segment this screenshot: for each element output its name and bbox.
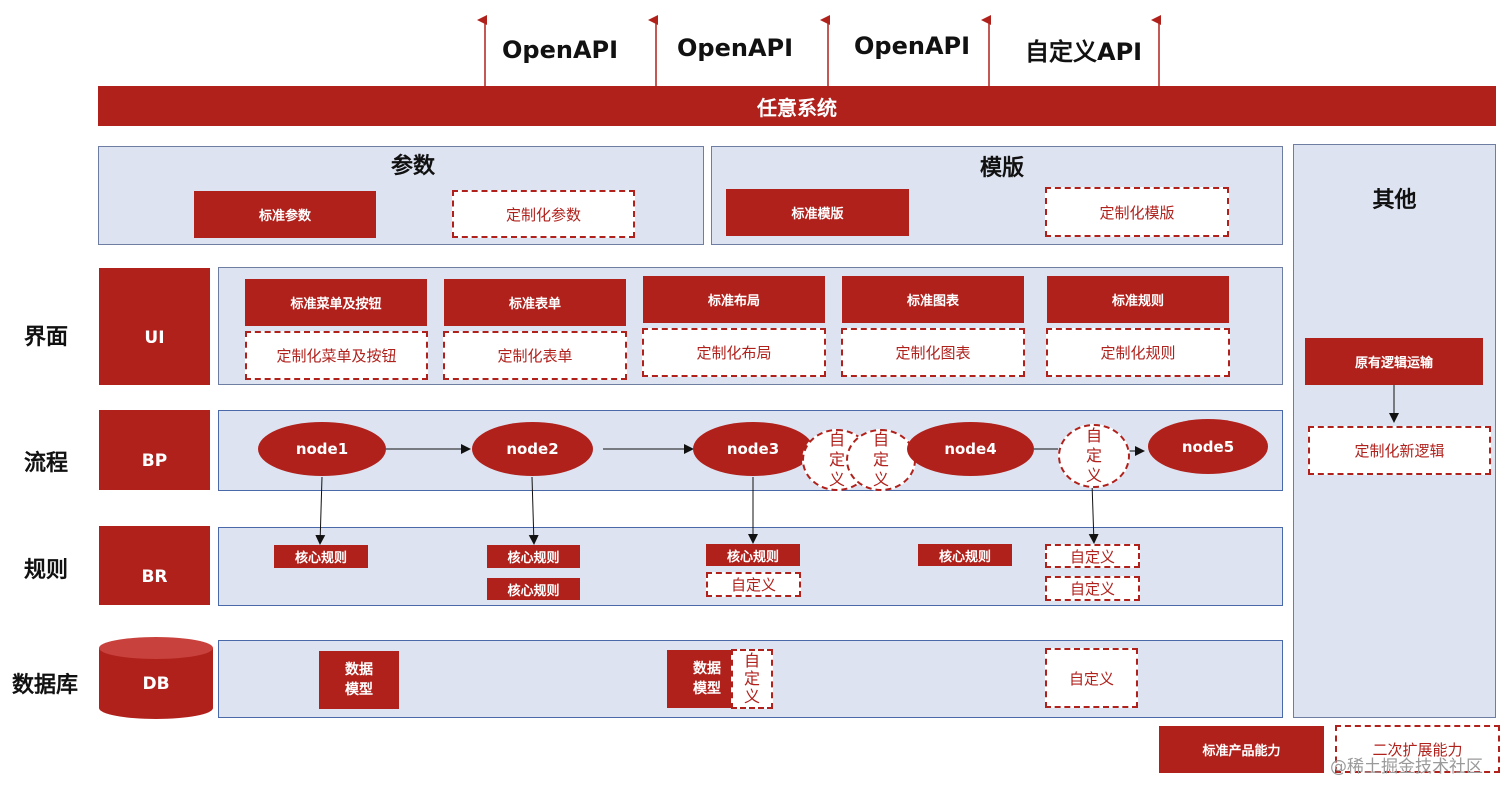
node-4: node4 (907, 422, 1034, 476)
ui-custom-3: 定制化布局 (642, 328, 826, 377)
other-standard: 原有逻辑运输 (1305, 338, 1483, 385)
ui-std-4: 标准图表 (842, 276, 1024, 323)
ui-custom-1: 定制化菜单及按钮 (245, 331, 428, 380)
params-title: 参数 (390, 154, 435, 179)
ui-std-1: 标准菜单及按钮 (245, 279, 427, 326)
data-model-1: 数据模型 (319, 651, 399, 709)
layer-code-db: DB (142, 674, 170, 694)
layer-label-db: 数据库 (12, 673, 79, 698)
ui-std-5: 标准规则 (1047, 276, 1229, 323)
layer-label-br: 规则 (24, 558, 69, 583)
system-bar: 任意系统 (98, 86, 1496, 126)
templates-title: 模版 (979, 156, 1024, 181)
db-custom-2: 自定义 (1045, 648, 1138, 708)
node-2: node2 (472, 422, 593, 476)
api-label-2: OpenAPI (677, 34, 794, 62)
node-5: node5 (1148, 419, 1268, 474)
data-model-2-text: 数据模型 (693, 661, 721, 697)
api-label-3: OpenAPI (854, 32, 971, 60)
layer-label-ui: 界面 (24, 325, 69, 350)
layer-box-bp: BP (99, 410, 210, 490)
layer-box-br: BR (99, 526, 210, 605)
layer-code-br: BR (141, 566, 168, 587)
custom-rule-2: 自定义 (1045, 544, 1140, 568)
core-rule-4: 核心规则 (706, 544, 800, 566)
layer-code-ui: UI (144, 327, 165, 348)
db-custom-1: 自定义 (731, 649, 773, 709)
layer-label-bp: 流程 (24, 451, 69, 476)
custom-circle-3-text: 自定义 (1085, 426, 1102, 485)
api-label-4: 自定义API (1025, 38, 1143, 66)
ui-std-2: 标准表单 (444, 279, 626, 326)
api-label-1: OpenAPI (502, 36, 619, 64)
watermark: @稀土掘金技术社区 (1330, 757, 1483, 777)
custom-rule-1: 自定义 (706, 572, 801, 597)
custom-circle-2: 自定义 (846, 429, 916, 491)
core-rule-2: 核心规则 (487, 545, 580, 568)
layer-box-ui: UI (99, 268, 210, 385)
core-rule-1: 核心规则 (274, 545, 368, 568)
custom-circle-1-text: 自定义 (828, 430, 845, 489)
node-1: node1 (258, 422, 386, 476)
ui-std-3: 标准布局 (643, 276, 825, 323)
layer-code-bp: BP (141, 451, 168, 471)
legend-custom: 二次扩展能力 (1335, 725, 1500, 773)
ui-custom-4: 定制化图表 (841, 328, 1025, 377)
custom-circle-2-text: 自定义 (872, 430, 889, 489)
data-model-1-text: 数据模型 (345, 662, 373, 698)
custom-rule-3: 自定义 (1045, 576, 1140, 601)
ui-custom-2: 定制化表单 (443, 331, 627, 380)
ui-custom-5: 定制化规则 (1046, 328, 1230, 377)
other-title: 其他 (1372, 188, 1417, 213)
node-3: node3 (693, 422, 813, 476)
core-rule-5: 核心规则 (918, 544, 1012, 566)
other-custom: 定制化新逻辑 (1308, 426, 1491, 475)
custom-params: 定制化参数 (452, 190, 635, 238)
standard-templates: 标准模版 (726, 189, 909, 236)
core-rule-3: 核心规则 (487, 578, 580, 600)
custom-circle-3: 自定义 (1058, 424, 1130, 488)
custom-templates: 定制化模版 (1045, 187, 1229, 237)
db-custom-1-text: 自定义 (743, 651, 760, 706)
legend-standard: 标准产品能力 (1159, 726, 1324, 773)
standard-params: 标准参数 (194, 191, 376, 238)
